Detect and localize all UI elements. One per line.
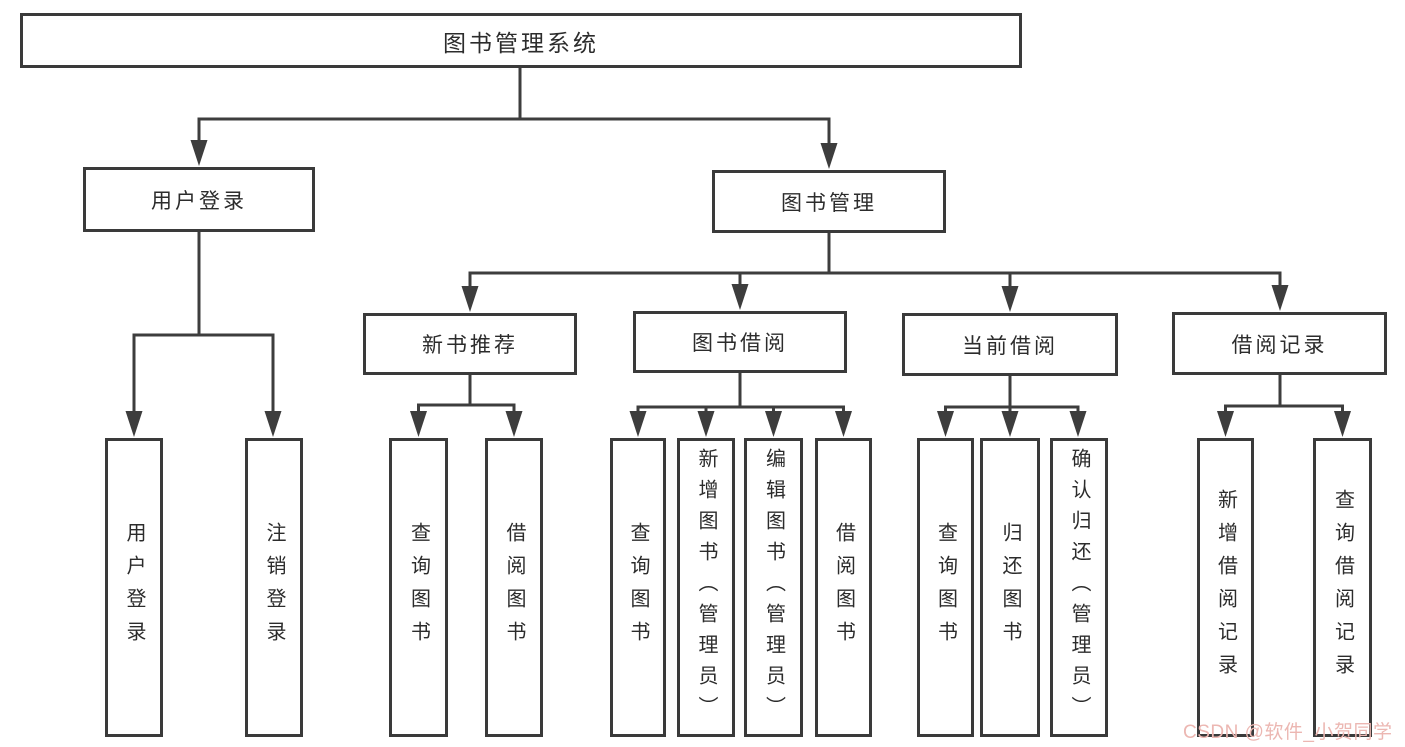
node-logout-action: 注销登录	[245, 438, 303, 737]
node-user-login: 用户登录	[83, 167, 315, 232]
node-label: 借阅图书	[503, 521, 525, 654]
arrowheads	[125, 140, 1351, 437]
node-current-borrowing: 当前借阅	[902, 313, 1118, 376]
node-label: 编辑图书（管理员）	[762, 448, 785, 727]
node-user-login-action: 用户登录	[105, 438, 163, 737]
node-label: 确认归还（管理员）	[1068, 448, 1090, 727]
node-new-book-recommendation: 新书推荐	[363, 313, 577, 375]
node-label: 借阅图书	[832, 521, 855, 654]
node-root: 图书管理系统	[20, 13, 1022, 68]
node-add-borrow-record: 新增借阅记录	[1197, 438, 1254, 737]
node-borrow-books-recommend: 借阅图书	[485, 438, 543, 737]
node-label: 查询借阅记录	[1331, 488, 1354, 687]
watermark: CSDN @软件_小贺同学	[1183, 722, 1393, 743]
node-query-books-borrow: 查询图书	[610, 438, 666, 737]
node-confirm-return-admin: 确认归还（管理员）	[1050, 438, 1108, 737]
node-label: 归还图书	[999, 521, 1021, 654]
node-borrow-books: 借阅图书	[815, 438, 872, 737]
node-query-books-recommend: 查询图书	[389, 438, 448, 737]
node-edit-books-admin: 编辑图书（管理员）	[744, 438, 803, 737]
node-book-borrowing: 图书借阅	[633, 311, 847, 373]
node-query-borrow-record: 查询借阅记录	[1313, 438, 1372, 737]
node-query-books-current: 查询图书	[917, 438, 974, 737]
node-label: 查询图书	[627, 521, 649, 654]
node-label: 查询图书	[407, 521, 430, 654]
node-label: 注销登录	[263, 521, 285, 654]
node-label: 新增图书（管理员）	[695, 448, 717, 727]
node-label: 新增借阅记录	[1214, 488, 1237, 687]
node-add-books-admin: 新增图书（管理员）	[677, 438, 735, 737]
node-book-management: 图书管理	[712, 170, 946, 233]
node-borrowing-records: 借阅记录	[1172, 312, 1387, 375]
node-return-books: 归还图书	[980, 438, 1040, 737]
node-label: 用户登录	[123, 521, 145, 654]
node-label: 查询图书	[934, 521, 957, 654]
